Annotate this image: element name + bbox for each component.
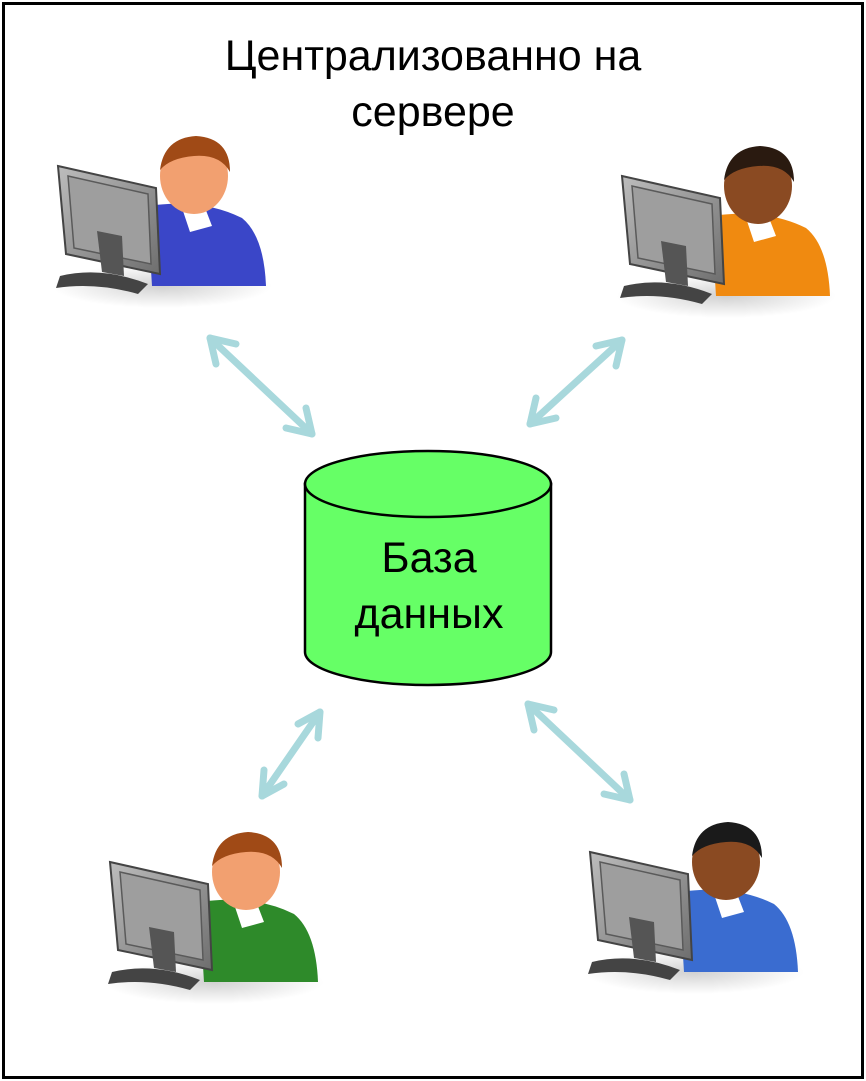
database-label-line-1: База (381, 534, 477, 582)
title-line-2: сервере (351, 88, 515, 136)
database-label-line-2: данных (354, 590, 504, 638)
arrow-top-left (206, 334, 316, 438)
arrow-bottom-left (258, 708, 324, 800)
user-top-left (51, 135, 273, 309)
arrow-bottom-right (524, 700, 634, 804)
title-line-1: Централизованно на (224, 32, 642, 80)
user-top-right (615, 145, 837, 319)
database-label: База данных (305, 530, 553, 642)
user-bottom-left (103, 831, 325, 1005)
arrow-top-right (526, 336, 626, 428)
user-bottom-right (583, 821, 805, 995)
diagram-title: Централизованно на сервере (0, 28, 866, 140)
database-cylinder (303, 449, 553, 687)
